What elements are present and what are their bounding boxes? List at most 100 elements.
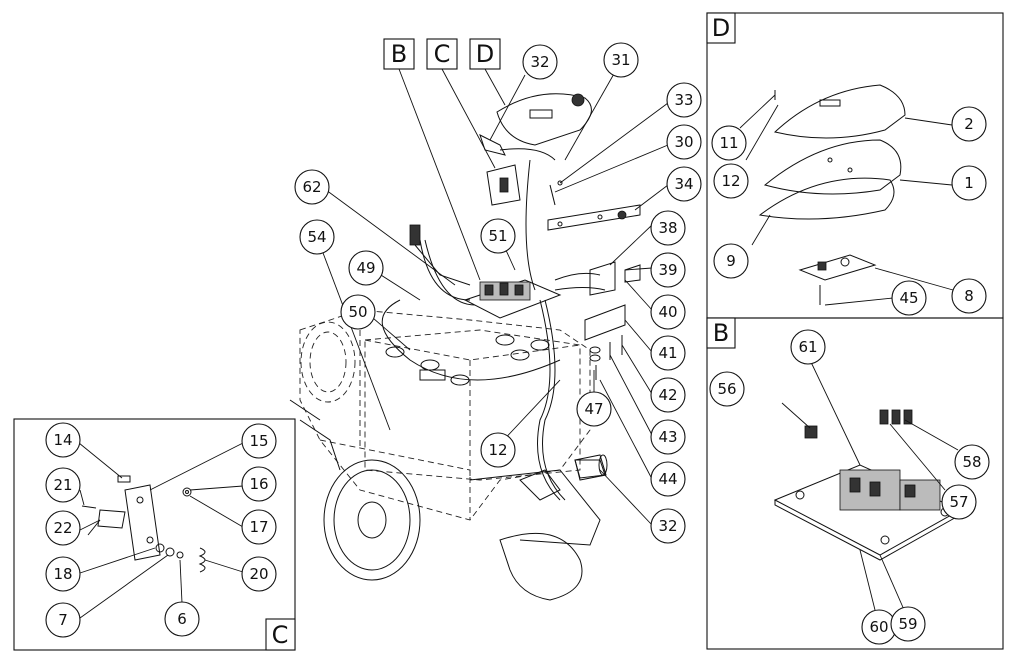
callout-c-15: 15: [241, 423, 277, 459]
svg-text:C: C: [434, 40, 451, 68]
joystick-housing: [479, 93, 592, 161]
callout-b-61: 61: [790, 329, 826, 365]
svg-text:42: 42: [658, 386, 677, 404]
top-tag-c: C: [426, 38, 458, 70]
svg-text:57: 57: [949, 493, 968, 511]
svg-text:58: 58: [962, 453, 981, 471]
panel-b-frame: [706, 317, 1004, 650]
svg-text:54: 54: [307, 228, 326, 246]
svg-text:21: 21: [53, 476, 72, 494]
svg-text:8: 8: [964, 287, 974, 305]
callout-30: 30: [666, 124, 702, 160]
svg-text:34: 34: [674, 175, 693, 193]
callout-51: 51: [480, 218, 516, 254]
svg-text:31: 31: [611, 51, 630, 69]
svg-text:30: 30: [674, 133, 693, 151]
callout-47: 47: [576, 391, 612, 427]
mounting-bar: [547, 204, 641, 231]
svg-text:1: 1: [964, 174, 974, 192]
callout-42: 42: [650, 377, 686, 413]
callout-c-16: 16: [241, 466, 277, 502]
callout-d-9: 9: [713, 243, 749, 279]
callout-c-21: 21: [45, 467, 81, 503]
callout-c-6: 6: [164, 601, 200, 637]
callout-31: 31: [603, 42, 639, 78]
bracket: [486, 164, 521, 206]
panel-c-frame: [13, 418, 296, 651]
svg-text:41: 41: [658, 344, 677, 362]
callout-c-17: 17: [241, 509, 277, 545]
hardware-stack: [589, 335, 623, 380]
battery: [364, 329, 581, 481]
svg-text:62: 62: [302, 178, 321, 196]
svg-text:47: 47: [584, 400, 603, 418]
callout-b-60: 60: [861, 609, 897, 645]
svg-text:32: 32: [658, 517, 677, 535]
screw-30: [549, 184, 556, 206]
svg-text:38: 38: [658, 219, 677, 237]
svg-text:7: 7: [58, 611, 68, 629]
svg-text:22: 22: [53, 519, 72, 537]
callout-c-20: 20: [241, 556, 277, 592]
svg-text:6: 6: [177, 610, 187, 628]
callout-c-22: 22: [45, 510, 81, 546]
panel-c-tag: C: [265, 618, 296, 651]
svg-text:20: 20: [249, 565, 268, 583]
svg-text:40: 40: [658, 303, 677, 321]
svg-text:11: 11: [719, 134, 738, 152]
callout-b-56: 56: [709, 371, 745, 407]
callout-33: 33: [666, 82, 702, 118]
svg-text:50: 50: [348, 303, 367, 321]
svg-text:B: B: [391, 40, 407, 68]
svg-text:33: 33: [674, 91, 693, 109]
svg-text:39: 39: [658, 261, 677, 279]
svg-text:9: 9: [726, 252, 736, 270]
svg-text:44: 44: [658, 470, 677, 488]
callout-39: 39: [650, 252, 686, 288]
svg-text:2: 2: [964, 115, 974, 133]
panel-d-leaders: [739, 94, 954, 306]
callout-d-12: 12: [713, 163, 749, 199]
svg-text:18: 18: [53, 565, 72, 583]
callout-34: 34: [666, 166, 702, 202]
callout-d-2: 2: [951, 106, 987, 142]
callout-c-7: 7: [45, 602, 81, 638]
controller-module: [463, 279, 562, 319]
callout-43: 43: [650, 419, 686, 455]
callout-40: 40: [650, 294, 686, 330]
svg-text:12: 12: [488, 441, 507, 459]
callout-44: 44: [650, 461, 686, 497]
callout-d-1: 1: [951, 165, 987, 201]
callout-38: 38: [650, 210, 686, 246]
callout-c-14: 14: [45, 422, 81, 458]
svg-text:51: 51: [488, 227, 507, 245]
svg-text:D: D: [476, 40, 494, 68]
svg-text:59: 59: [898, 615, 917, 633]
bracket-38: [584, 261, 641, 341]
top-tag-b: B: [383, 38, 415, 70]
svg-text:61: 61: [798, 338, 817, 356]
callout-54: 54: [299, 219, 335, 255]
callout-41: 41: [650, 335, 686, 371]
svg-text:60: 60: [869, 618, 888, 636]
panel-b-parts: [773, 409, 962, 561]
callout-62: 62: [294, 169, 330, 205]
svg-text:32: 32: [530, 53, 549, 71]
svg-text:56: 56: [717, 380, 736, 398]
svg-text:C: C: [272, 621, 289, 649]
callout-12-main: 12: [480, 432, 516, 468]
callout-b-57: 57: [941, 484, 977, 520]
callout-49: 49: [348, 250, 384, 286]
screw-33: [557, 180, 563, 186]
svg-text:15: 15: [249, 432, 268, 450]
svg-text:B: B: [713, 319, 729, 347]
callout-32-top: 32: [522, 44, 558, 80]
panel-b-leaders: [781, 359, 959, 613]
panel-c-leaders: [78, 442, 244, 619]
wheelchair-base: [289, 309, 601, 601]
svg-text:D: D: [712, 14, 730, 42]
svg-text:49: 49: [356, 259, 375, 277]
callout-32-bottom: 32: [650, 508, 686, 544]
main-leaders: [316, 68, 669, 526]
